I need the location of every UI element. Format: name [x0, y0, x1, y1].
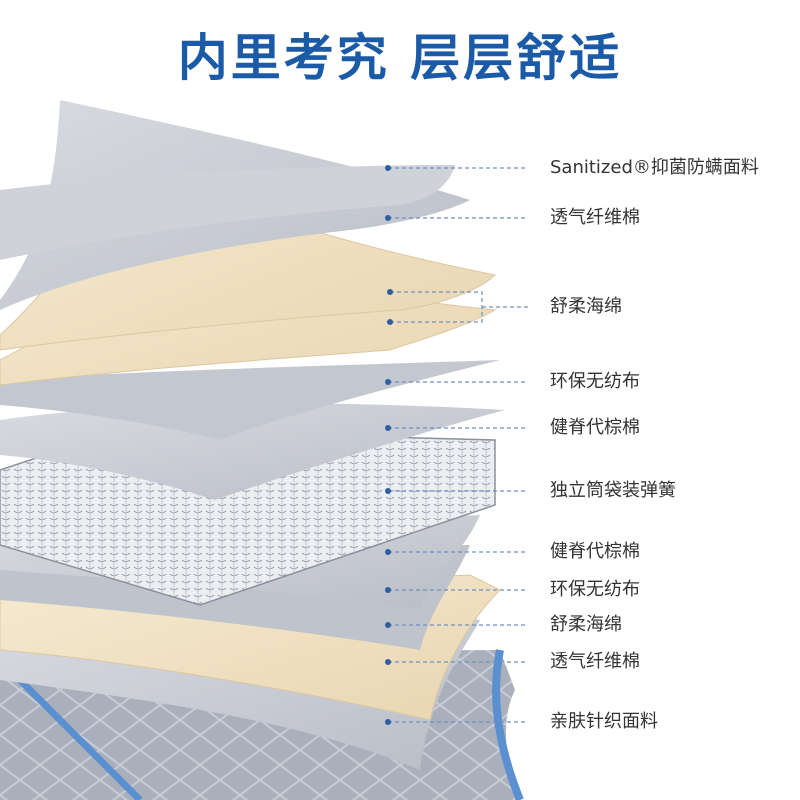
layer-label-knitted-fabric: 亲肤针织面料: [550, 711, 658, 732]
page-title: 内里考究 层层舒适: [177, 29, 623, 87]
upper-nonwoven-layer: [0, 360, 500, 440]
layer-label-soft-foam-bottom: 舒柔海绵: [550, 614, 622, 635]
layer-label-palm-cotton-top: 健脊代棕棉: [550, 417, 640, 438]
upper-palm-layer: [0, 403, 505, 500]
layer-label-fiber-cotton-top: 透气纤维棉: [550, 207, 640, 228]
callout-leaders: [385, 165, 528, 725]
layer-label-palm-cotton-bottom: 健脊代棕棉: [550, 541, 640, 562]
layer-label-fiber-cotton-bottom: 透气纤维棉: [550, 651, 640, 672]
layer-label-nonwoven-bottom: 环保无纺布: [550, 579, 640, 600]
layer-label-antibacterial-fabric: Sanitized®抑菌防螨面料: [550, 157, 759, 178]
layer-label-pocket-spring: 独立筒袋装弹簧: [550, 480, 676, 501]
layer-label-soft-foam-top: 舒柔海绵: [550, 296, 622, 317]
top-fabric-layer: [0, 165, 455, 260]
layer-label-nonwoven-top: 环保无纺布: [550, 371, 640, 392]
